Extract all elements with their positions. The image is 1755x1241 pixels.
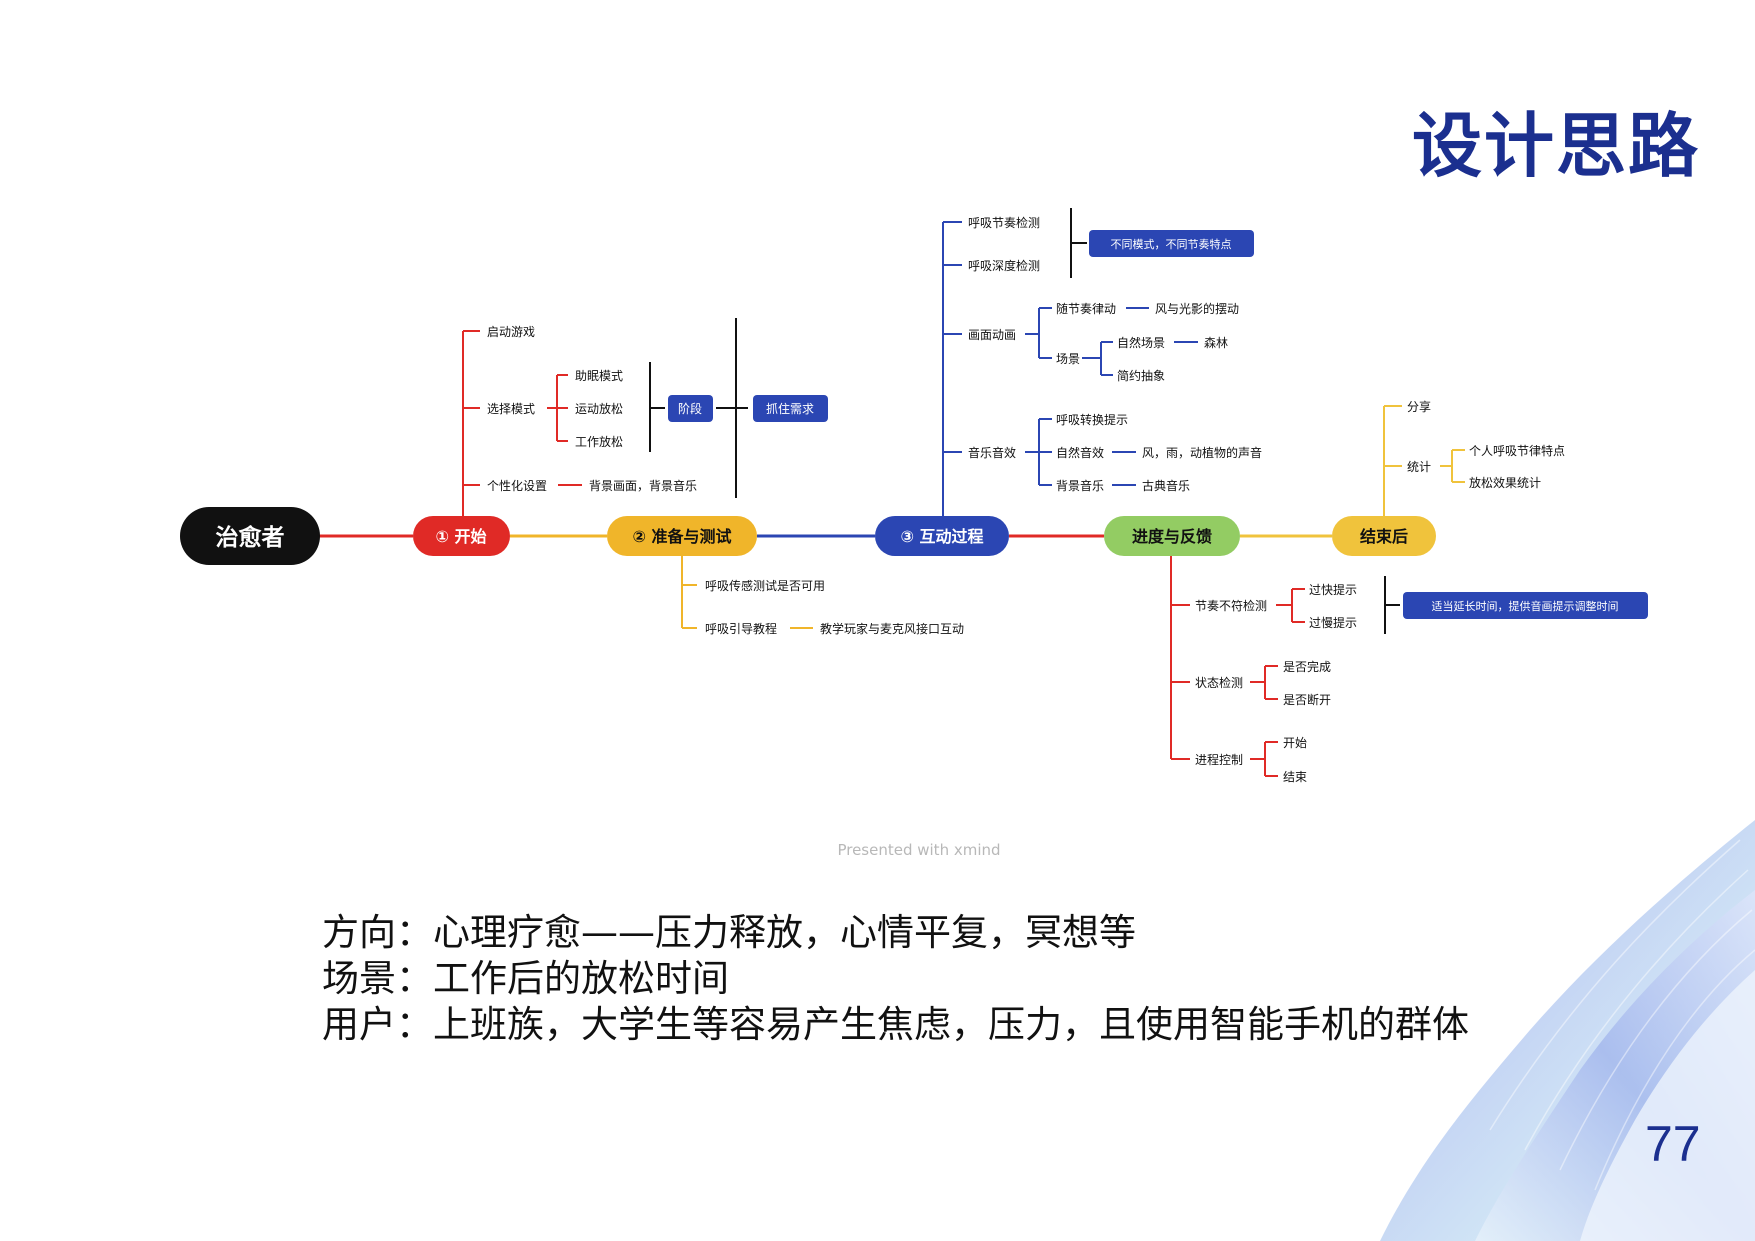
node-scene: 场景 <box>1056 352 1080 366</box>
root-node: 治愈者 <box>180 507 320 565</box>
node-prepare: ② 准备与测试 <box>607 516 757 556</box>
node-mode-sleep: 助眠模式 <box>575 369 623 383</box>
node-natural-scene: 自然场景 <box>1117 335 1165 350</box>
node-breath-hint: 呼吸转换提示 <box>1056 412 1128 427</box>
tag-mismatch-label: 适当延长时间，提供音画提示调整时间 <box>1432 599 1619 613</box>
node-state-detect: 状态检测 <box>1195 675 1243 690</box>
node-interact: ③ 互动过程 <box>875 516 1009 556</box>
node-share: 分享 <box>1407 399 1431 414</box>
tag-detect-label: 不同模式，不同节奏特点 <box>1111 237 1232 251</box>
description-line-user: 用户：上班族，大学生等容易产生焦虑，压力，且使用智能手机的群体 <box>322 1002 1469 1048</box>
tag-detect: 不同模式，不同节奏特点 <box>1089 230 1254 257</box>
tag-stage: 阶段 <box>668 395 713 422</box>
node-start-label: ① 开始 <box>435 527 486 546</box>
node-finish: 结束 <box>1283 770 1307 784</box>
root-node-label: 治愈者 <box>216 524 285 551</box>
decorative-swirl <box>1380 800 1755 1241</box>
node-follow-detail: 风与光影的摆动 <box>1155 301 1239 316</box>
node-sound: 音乐音效 <box>968 445 1016 460</box>
node-control: 进程控制 <box>1195 752 1243 767</box>
node-bgm: 背景音乐 <box>1056 478 1104 493</box>
node-personal-settings: 个性化设置 <box>487 479 547 493</box>
node-rhythm-detect: 呼吸节奏检测 <box>968 215 1040 230</box>
tag-need-label: 抓住需求 <box>766 402 814 416</box>
node-abstract: 简约抽象 <box>1117 368 1165 383</box>
node-guide-detail: 教学玩家与麦克风接口互动 <box>820 621 964 636</box>
node-interact-label: ③ 互动过程 <box>900 527 983 546</box>
tag-mismatch: 适当延长时间，提供音画提示调整时间 <box>1403 592 1648 619</box>
node-progress: 进度与反馈 <box>1104 516 1240 556</box>
node-select-mode: 选择模式 <box>487 402 535 416</box>
node-complete: 是否完成 <box>1283 659 1331 674</box>
node-personal-detail: 背景画面，背景音乐 <box>589 478 697 493</box>
description-line-direction: 方向：心理疗愈——压力释放，心情平复，冥想等 <box>322 910 1469 956</box>
node-begin: 开始 <box>1283 736 1307 750</box>
xmind-watermark: Presented with xmind <box>837 841 1000 859</box>
node-too-fast: 过快提示 <box>1309 582 1357 597</box>
node-progress-label: 进度与反馈 <box>1132 527 1212 546</box>
node-mode-sport: 运动放松 <box>575 401 623 416</box>
node-depth-detect: 呼吸深度检测 <box>968 258 1040 273</box>
node-animation: 画面动画 <box>968 328 1016 342</box>
description-line-scene: 场景：工作后的放松时间 <box>322 956 1469 1002</box>
tag-stage-label: 阶段 <box>678 401 702 416</box>
node-natural-detail: 森林 <box>1204 335 1228 350</box>
node-sensor-test: 呼吸传感测试是否可用 <box>705 578 825 593</box>
node-relax-stats: 放松效果统计 <box>1469 475 1541 490</box>
node-disconnect: 是否断开 <box>1283 692 1331 707</box>
node-too-slow: 过慢提示 <box>1309 615 1357 630</box>
node-end-label: 结束后 <box>1359 527 1408 546</box>
node-launch-game: 启动游戏 <box>487 325 535 339</box>
node-rhythm-mismatch: 节奏不符检测 <box>1195 598 1267 613</box>
node-mode-work: 工作放松 <box>575 434 623 449</box>
node-nature-detail: 风，雨，动植物的声音 <box>1142 445 1262 460</box>
node-start: ① 开始 <box>413 516 510 556</box>
node-prepare-label: ② 准备与测试 <box>632 527 731 546</box>
node-stats: 统计 <box>1407 460 1431 474</box>
node-bgm-detail: 古典音乐 <box>1142 478 1190 493</box>
node-personal-rhythm: 个人呼吸节律特点 <box>1469 443 1565 458</box>
page-number: 77 <box>1645 1115 1701 1173</box>
description-text: 方向：心理疗愈——压力释放，心情平复，冥想等 场景：工作后的放松时间 用户：上班… <box>322 910 1469 1048</box>
node-end: 结束后 <box>1332 516 1436 556</box>
node-nature-sound: 自然音效 <box>1056 445 1104 460</box>
tag-need: 抓住需求 <box>753 395 828 422</box>
node-breath-guide: 呼吸引导教程 <box>705 621 777 636</box>
node-follow-rhythm: 随节奏律动 <box>1056 301 1116 316</box>
